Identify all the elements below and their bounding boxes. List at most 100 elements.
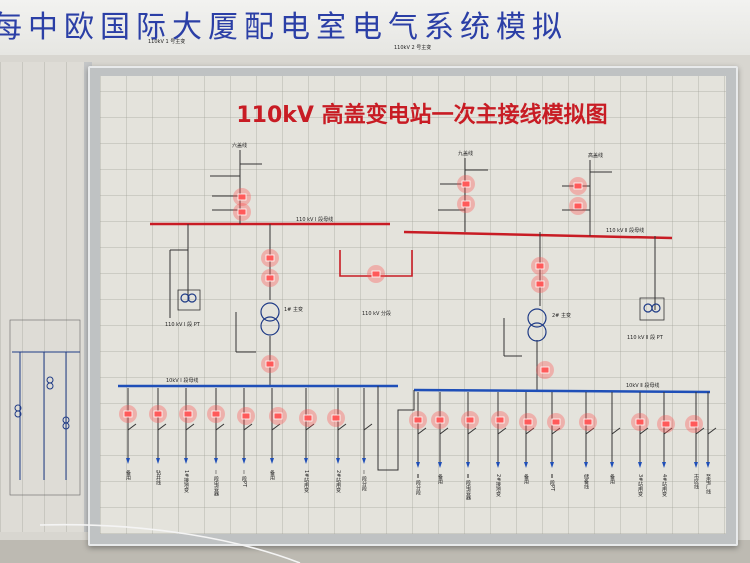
pt-110-2-label: 110 kV Ⅱ 段 PT xyxy=(627,335,663,341)
indicator-lamp xyxy=(265,254,275,262)
indicator-lamp xyxy=(237,208,247,216)
mv-buses xyxy=(118,384,711,471)
indicator-lamp xyxy=(540,366,550,374)
feeder-label: 备用 xyxy=(523,474,529,484)
transformer-1-label: 1# 主变 xyxy=(284,307,303,313)
feeder-arrow xyxy=(610,462,614,468)
indicator-lamp xyxy=(583,418,593,426)
incoming-lines xyxy=(210,150,612,236)
feeder-arrow xyxy=(662,462,666,468)
power-cable xyxy=(39,523,301,563)
indicator-lamp xyxy=(573,182,583,190)
feeder-switch xyxy=(363,423,373,431)
bus-110-1-label: 110 kV Ⅰ 段母线 xyxy=(296,217,334,223)
feeder-label: 储备线 xyxy=(583,474,589,489)
feeder-branches xyxy=(126,388,717,468)
feeder-switch xyxy=(663,427,673,435)
indicator-lamp xyxy=(573,202,583,210)
transformer-2-label: 2# 主变 xyxy=(552,313,571,319)
banner-label-1: 110kV 1 号主变 xyxy=(148,39,186,45)
left-background-panel xyxy=(0,62,92,532)
feeder-label: 4#站用变 xyxy=(661,474,667,497)
indicator-lamp xyxy=(535,262,545,270)
tie-110-label: 110 kV 分段 xyxy=(362,311,392,317)
feeder-switch xyxy=(707,427,717,435)
line-label-right: 高盖线 xyxy=(588,153,604,159)
indicator-lamp xyxy=(183,410,193,418)
indicator-lamp xyxy=(551,418,561,426)
feeder-label: 钻井线 xyxy=(155,470,161,485)
feeder-switch xyxy=(337,423,347,431)
indicator-lamp xyxy=(461,200,471,208)
indicator-lamp xyxy=(495,416,505,424)
feeder-label: Ⅰ段电容器 xyxy=(213,470,219,496)
feeder-switch xyxy=(271,423,281,431)
feeder-switch xyxy=(497,427,507,435)
feeder-label: 备用 xyxy=(437,474,443,484)
feeder-switch xyxy=(695,427,705,435)
feeder-label: Ⅰ段分段 xyxy=(361,470,367,491)
indicator-lamp xyxy=(461,180,471,188)
transformer-section xyxy=(169,224,656,390)
feeder-arrow xyxy=(126,458,130,464)
indicator-lamp xyxy=(237,193,247,201)
feeder-arrow xyxy=(694,462,698,468)
indicator-lamp xyxy=(211,410,221,418)
banner-label-2: 110kV 2 号主变 xyxy=(394,45,432,51)
feeder-arrow xyxy=(524,462,528,468)
feeder-switch xyxy=(551,427,561,435)
indicator-lamp xyxy=(413,416,423,424)
indicator-lamp xyxy=(435,416,445,424)
feeder-arrow xyxy=(466,462,470,468)
feeder-arrow xyxy=(270,458,274,464)
feeder-label: 1#接地变 xyxy=(183,470,189,493)
feeder-arrow xyxy=(416,462,420,468)
feeder-switch xyxy=(639,427,649,435)
indicator-lamp xyxy=(241,412,251,420)
indicator-lamp xyxy=(123,410,133,418)
indicator-lamp xyxy=(661,420,671,428)
bus-110-2 xyxy=(403,230,673,240)
indicator-lamp xyxy=(331,414,341,422)
feeder-arrow xyxy=(706,462,710,468)
feeder-switch xyxy=(611,427,621,435)
indicator-lamp xyxy=(465,416,475,424)
feeder-arrow xyxy=(156,458,160,464)
bus-110-2-label: 110 kV Ⅱ 段母线 xyxy=(606,228,645,234)
transformer-1-symbol xyxy=(260,302,280,322)
left-panel-diagram xyxy=(9,319,81,496)
line-label-left: 六盖线 xyxy=(232,143,248,149)
feeder-arrow xyxy=(336,458,340,464)
feeder-arrow xyxy=(362,458,366,464)
bus-10-2-label: 10kV Ⅱ 段母线 xyxy=(626,383,660,389)
indicator-lamp xyxy=(265,360,275,368)
feeder-label: 市区线 xyxy=(693,474,699,489)
feeder-switch xyxy=(185,423,195,431)
transformer-symbols xyxy=(177,289,665,342)
indicator-lamp xyxy=(303,414,313,422)
indicator-lamps xyxy=(119,175,703,433)
indicator-lamp xyxy=(535,280,545,288)
feeder-switch xyxy=(467,427,477,435)
indicator-lamp xyxy=(265,274,275,282)
feeder-label: 备用 xyxy=(269,470,275,480)
feeder-label: Ⅰ段PT xyxy=(241,470,247,488)
feeder-label: 备用 xyxy=(125,470,131,480)
indicator-lamp xyxy=(153,410,163,418)
feeder-label: 1#站用变 xyxy=(303,470,309,493)
feeder-switch xyxy=(525,427,535,435)
feeder-arrow xyxy=(438,462,442,468)
feeder-arrow xyxy=(184,458,188,464)
indicator-lamp xyxy=(273,412,283,420)
feeder-label: Ⅱ段分段 xyxy=(415,474,421,495)
feeder-switch xyxy=(215,423,225,431)
line-label-mid: 九盖线 xyxy=(458,151,474,157)
feeder-switch xyxy=(439,427,449,435)
board-title: 110kV 高盖变电站一次主接线模拟图 xyxy=(236,103,608,128)
bus-10-2 xyxy=(413,388,711,394)
feeder-switch xyxy=(157,423,167,431)
bus-10-1-label: 10kV Ⅰ 段母线 xyxy=(166,378,199,384)
feeder-arrow xyxy=(496,462,500,468)
feeder-label: 2#站用变 xyxy=(335,470,341,493)
feeder-switch xyxy=(127,423,137,431)
